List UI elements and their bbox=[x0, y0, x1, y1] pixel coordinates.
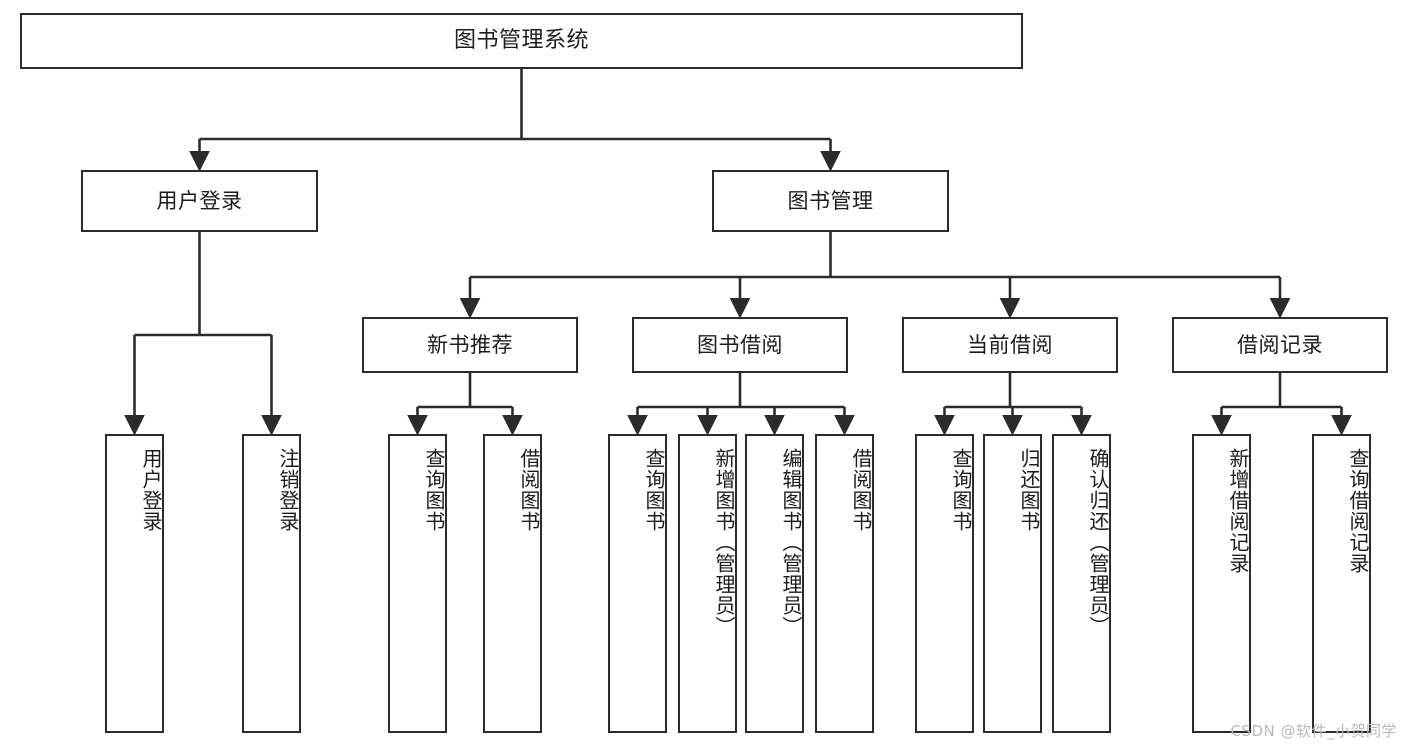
node-leaf-confirm-return-label: 确认归还（管理员） bbox=[1086, 448, 1110, 637]
node-leaf-return-book[interactable]: 归还图书 bbox=[983, 434, 1042, 733]
node-leaf-query-book-3[interactable]: 查询图书 bbox=[915, 434, 974, 733]
node-book-manage-label: 图书管理 bbox=[787, 188, 874, 213]
node-borrow-record[interactable]: 借阅记录 bbox=[1172, 317, 1388, 373]
node-root[interactable]: 图书管理系统 bbox=[20, 13, 1023, 69]
node-current-borrow[interactable]: 当前借阅 bbox=[902, 317, 1118, 373]
node-book-borrow-label: 图书借阅 bbox=[697, 332, 783, 357]
node-leaf-query-book-2[interactable]: 查询图书 bbox=[608, 434, 667, 733]
node-leaf-logout-label: 注销登录 bbox=[276, 448, 300, 532]
node-borrow-record-label: 借阅记录 bbox=[1237, 332, 1323, 357]
node-leaf-query-book-1-label: 查询图书 bbox=[422, 448, 446, 532]
node-book-manage[interactable]: 图书管理 bbox=[712, 170, 949, 232]
node-leaf-query-record[interactable]: 查询借阅记录 bbox=[1312, 434, 1371, 733]
node-leaf-edit-book[interactable]: 编辑图书（管理员） bbox=[745, 434, 804, 733]
node-leaf-borrow-book-2-label: 借阅图书 bbox=[849, 448, 873, 532]
node-leaf-query-book-3-label: 查询图书 bbox=[949, 448, 973, 532]
node-leaf-return-book-label: 归还图书 bbox=[1017, 448, 1041, 532]
node-leaf-add-book[interactable]: 新增图书（管理员） bbox=[678, 434, 737, 733]
node-new-book-rec[interactable]: 新书推荐 bbox=[362, 317, 578, 373]
node-leaf-borrow-book-1[interactable]: 借阅图书 bbox=[483, 434, 542, 733]
node-leaf-query-record-label: 查询借阅记录 bbox=[1346, 448, 1370, 574]
watermark: CSDN @软件_小贺同学 bbox=[1230, 722, 1397, 740]
node-root-label: 图书管理系统 bbox=[453, 28, 589, 54]
node-leaf-confirm-return[interactable]: 确认归还（管理员） bbox=[1052, 434, 1111, 733]
node-book-borrow[interactable]: 图书借阅 bbox=[632, 317, 848, 373]
node-leaf-add-record[interactable]: 新增借阅记录 bbox=[1192, 434, 1251, 733]
node-leaf-add-book-label: 新增图书（管理员） bbox=[712, 448, 736, 637]
node-new-book-rec-label: 新书推荐 bbox=[427, 332, 513, 357]
node-user-login[interactable]: 用户登录 bbox=[81, 170, 318, 232]
node-leaf-borrow-book-2[interactable]: 借阅图书 bbox=[815, 434, 874, 733]
node-leaf-user-login[interactable]: 用户登录 bbox=[105, 434, 164, 733]
node-current-borrow-label: 当前借阅 bbox=[967, 332, 1053, 357]
node-leaf-query-book-1[interactable]: 查询图书 bbox=[388, 434, 447, 733]
node-leaf-edit-book-label: 编辑图书（管理员） bbox=[779, 448, 803, 637]
node-leaf-logout[interactable]: 注销登录 bbox=[242, 434, 301, 733]
node-user-login-label: 用户登录 bbox=[156, 188, 243, 213]
node-leaf-query-book-2-label: 查询图书 bbox=[642, 448, 666, 532]
node-leaf-borrow-book-1-label: 借阅图书 bbox=[517, 448, 541, 532]
node-leaf-add-record-label: 新增借阅记录 bbox=[1226, 448, 1250, 574]
node-leaf-user-login-label: 用户登录 bbox=[139, 448, 163, 532]
